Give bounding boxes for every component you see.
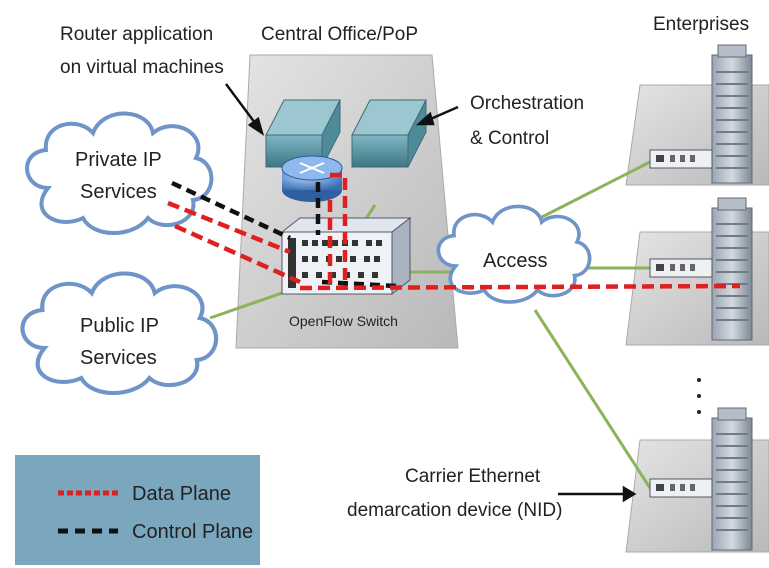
server-icon — [351, 99, 427, 168]
public-ip-label: Services — [80, 347, 157, 369]
public-ip-label: Public IP — [80, 315, 159, 337]
switch-icon — [280, 216, 412, 296]
nid-device-icon — [649, 258, 713, 278]
arrow-icon — [415, 105, 459, 126]
control-plane-path — [171, 180, 397, 289]
arrow-icon — [224, 83, 265, 136]
orchestration-label: Orchestration — [470, 93, 584, 114]
building-icon — [711, 44, 753, 184]
orchestration-label: & Control — [470, 128, 549, 149]
legend-data-plane-label: Data Plane — [132, 483, 231, 505]
building-icon — [711, 197, 753, 341]
nid-label: demarcation device (NID) — [347, 500, 562, 521]
private-ip-label: Services — [80, 181, 157, 203]
access-label: Access — [483, 250, 547, 272]
more-sites-ellipsis — [697, 378, 701, 414]
router-app-label: Router application — [60, 24, 213, 45]
router-app-label: on virtual machines — [60, 57, 224, 78]
nid-device-icon — [649, 149, 713, 169]
nid-device-icon — [649, 478, 713, 498]
central-office-label: Central Office/PoP — [261, 24, 418, 45]
legend-control-plane-label: Control Plane — [132, 521, 253, 543]
enterprises-label: Enterprises — [653, 14, 749, 35]
data-plane-path — [167, 172, 741, 291]
nid-label: Carrier Ethernet — [405, 466, 541, 487]
legend: Data Plane Control Plane — [15, 455, 260, 565]
router-icon — [281, 155, 343, 202]
private-ip-label: Private IP — [75, 149, 162, 171]
openflow-switch-label: OpenFlow Switch — [289, 313, 398, 329]
building-icon — [711, 407, 753, 551]
cloud-icon — [25, 111, 214, 235]
arrow-icon — [558, 485, 637, 503]
